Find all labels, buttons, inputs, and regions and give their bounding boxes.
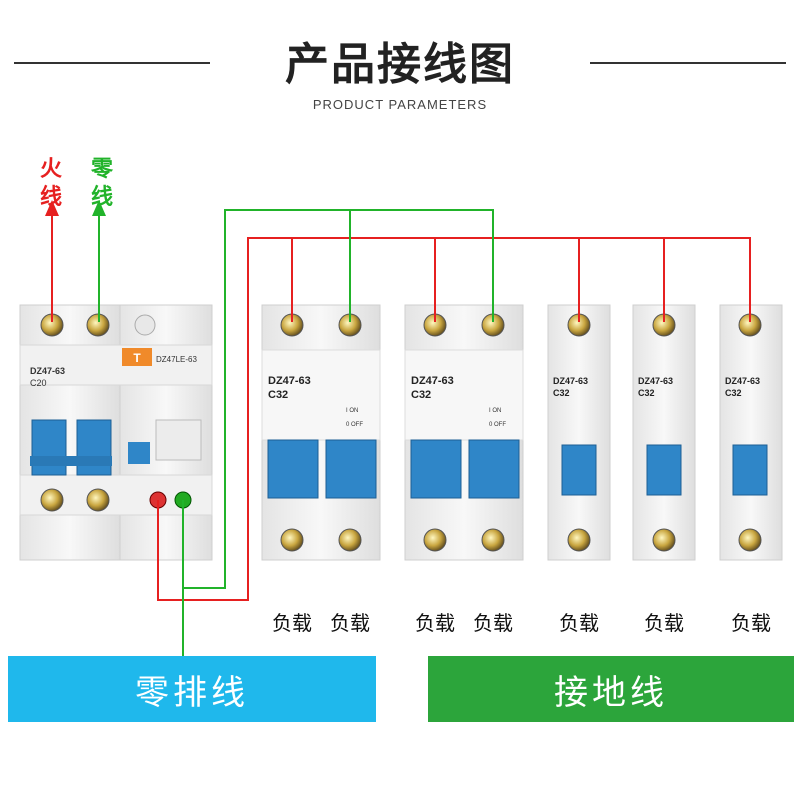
b2-handle-2 bbox=[468, 439, 520, 499]
b1-handle-1 bbox=[267, 439, 319, 499]
main-model: DZ47-63 bbox=[30, 366, 65, 376]
b2-bottom-screw-2 bbox=[481, 528, 505, 552]
b1-model: DZ47-63 bbox=[268, 375, 311, 387]
load-label-2: 负载 bbox=[330, 611, 370, 635]
b1-on-mark: I ON bbox=[346, 408, 358, 414]
b4-bottom-screw bbox=[652, 528, 676, 552]
main-rcd-breaker: DZ47-63 C20 T DZ47LE-63 bbox=[19, 304, 213, 561]
b1-bottom-screw-1 bbox=[280, 528, 304, 552]
main-handle-2 bbox=[76, 419, 112, 476]
load-label-3: 负载 bbox=[415, 611, 455, 635]
breaker-1p-c: DZ47-63 C32 bbox=[719, 304, 783, 561]
b3-rating: C32 bbox=[553, 388, 570, 398]
rcd-symbol-panel bbox=[155, 419, 202, 461]
header-rule-right bbox=[590, 62, 786, 64]
main-bottom-screw-1 bbox=[40, 488, 64, 512]
load-label-5: 负载 bbox=[559, 611, 599, 635]
b3-bottom-screw bbox=[567, 528, 591, 552]
header-rule-left bbox=[14, 62, 210, 64]
neutral-bus-bar: 零排线 bbox=[8, 656, 376, 722]
rcd-logo-badge bbox=[122, 348, 152, 366]
breaker-2p-b: DZ47-63 C32 I ON 0 OFF bbox=[404, 304, 524, 561]
page-title: 产品接线图 bbox=[285, 39, 515, 90]
neutral-label: 零线 bbox=[90, 157, 113, 210]
live-distribution-wire bbox=[157, 237, 751, 601]
ground-bar: 接地线 bbox=[428, 656, 794, 722]
b1-off-mark: 0 OFF bbox=[346, 422, 363, 428]
b2-handle-1 bbox=[410, 439, 462, 499]
rcd-test-button bbox=[128, 442, 150, 464]
b3-handle bbox=[561, 444, 597, 496]
main-handle-1 bbox=[31, 419, 67, 476]
b4-model: DZ47-63 bbox=[638, 376, 673, 386]
handle-tie bbox=[30, 456, 112, 466]
live-label: 火线 bbox=[39, 157, 62, 210]
b5-bottom-screw bbox=[738, 528, 762, 552]
load-label-7: 负载 bbox=[731, 611, 771, 635]
b4-handle bbox=[646, 444, 682, 496]
load-label-1: 负载 bbox=[272, 611, 312, 635]
page-subtitle: PRODUCT PARAMETERS bbox=[312, 97, 488, 112]
breaker-1p-b: DZ47-63 C32 bbox=[632, 304, 696, 561]
b1-handle-2 bbox=[325, 439, 377, 499]
b5-rating: C32 bbox=[725, 388, 742, 398]
b2-bottom-screw-1 bbox=[423, 528, 447, 552]
rcd-model: DZ47LE-63 bbox=[156, 355, 197, 364]
b5-model: DZ47-63 bbox=[725, 376, 760, 386]
neutral-distribution-wire bbox=[182, 209, 494, 589]
load-label-6: 负载 bbox=[644, 611, 684, 635]
b4-rating: C32 bbox=[638, 388, 655, 398]
b5-handle bbox=[732, 444, 768, 496]
rcd-test-port bbox=[134, 314, 156, 336]
b2-model: DZ47-63 bbox=[411, 375, 454, 387]
b1-bottom-screw-2 bbox=[338, 528, 362, 552]
wires bbox=[45, 200, 751, 660]
live-input-arrow bbox=[45, 200, 59, 216]
b2-rating: C32 bbox=[411, 389, 431, 401]
breaker-1p-a: DZ47-63 C32 bbox=[547, 304, 611, 561]
b1-rating: C32 bbox=[268, 389, 288, 401]
main-rating: C20 bbox=[30, 378, 47, 388]
load-label-4: 负载 bbox=[473, 611, 513, 635]
neutral-input-arrow bbox=[92, 200, 106, 216]
main-bottom-screw-2 bbox=[86, 488, 110, 512]
b2-on-mark: I ON bbox=[489, 408, 501, 414]
breaker-2p-a: DZ47-63 C32 I ON 0 OFF bbox=[261, 304, 381, 561]
rcd-logo: T bbox=[133, 351, 141, 365]
b3-model: DZ47-63 bbox=[553, 376, 588, 386]
b2-off-mark: 0 OFF bbox=[489, 422, 506, 428]
